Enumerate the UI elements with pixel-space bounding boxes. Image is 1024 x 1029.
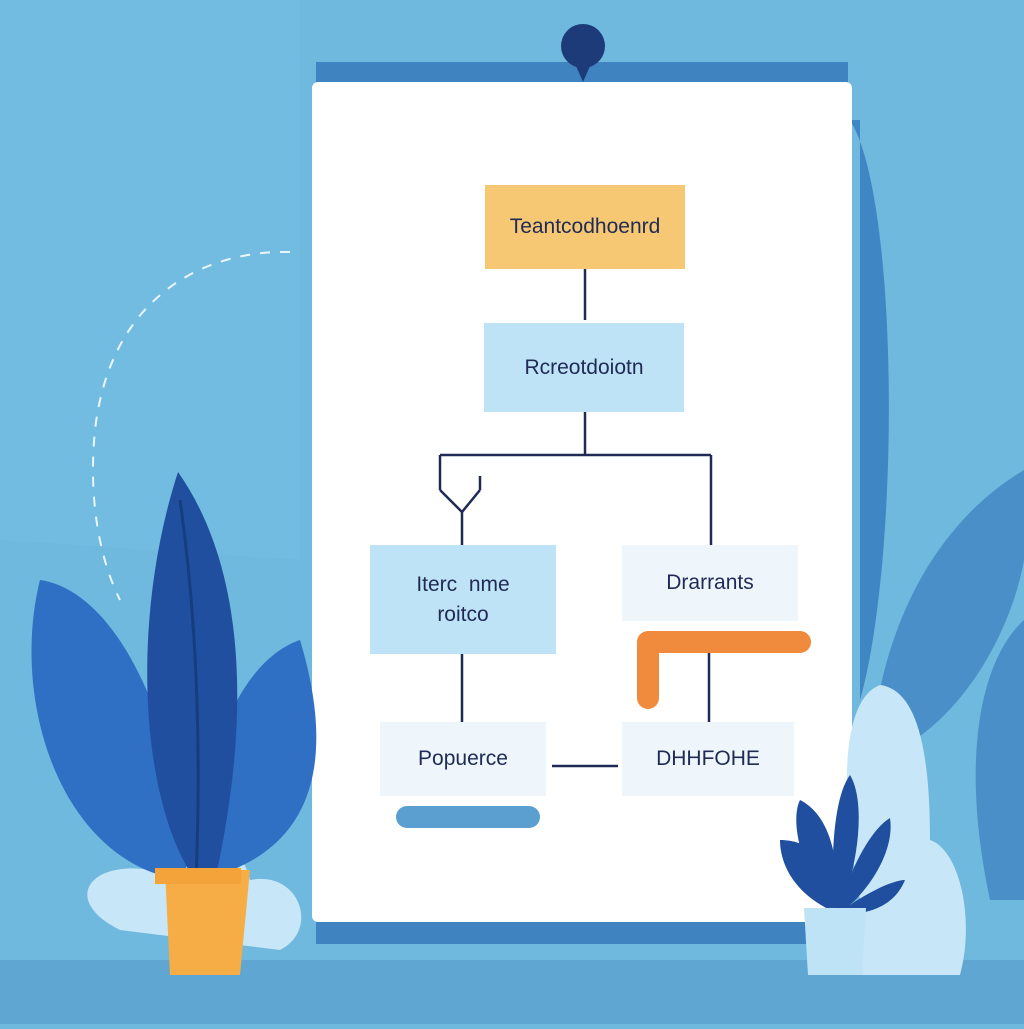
node-bottom-right: DHHFOHE [622, 722, 794, 796]
node-second-label: Rcreotdoiotn [524, 355, 644, 379]
leaf-bg-right [870, 470, 1024, 760]
floor [0, 960, 1024, 1024]
leaf-bg-right-2 [975, 620, 1024, 900]
pin-icon [561, 24, 605, 82]
bg-panel-left [0, 0, 300, 560]
connector-fork [439, 476, 482, 545]
node-root: Teantcodhoenrd [485, 185, 685, 269]
node-bottom-right-box [622, 722, 794, 796]
node-left-label-line-1: Iterc nme [416, 572, 510, 596]
board [312, 82, 852, 922]
node-left-label-line-2: roitco [437, 602, 489, 626]
node-right: Drarrants [622, 545, 798, 621]
node-left-box [370, 545, 556, 654]
node-bottom-left: Popuerce [380, 722, 546, 796]
node-second: Rcreotdoiotn [484, 323, 684, 412]
board-shadow-leaf [850, 120, 889, 700]
node-left: Iterc nme roitco [370, 545, 556, 654]
node-bottom-left-label: Popuerce [418, 747, 508, 770]
node-second-box [484, 323, 684, 412]
connectors [438, 269, 713, 768]
accent-orange-bracket [637, 631, 811, 709]
node-root-box [485, 185, 685, 269]
node-right-label: Drarrants [666, 571, 754, 594]
node-root-label: Teantcodhoenrd [509, 215, 661, 238]
plant-left-icon [31, 472, 317, 975]
plant-right-icon [780, 685, 966, 975]
node-bottom-right-label: DHHFOHE [656, 747, 760, 770]
accent-blue-bar [396, 806, 540, 828]
node-right-box [622, 545, 798, 621]
node-bottom-left-box [380, 722, 546, 796]
